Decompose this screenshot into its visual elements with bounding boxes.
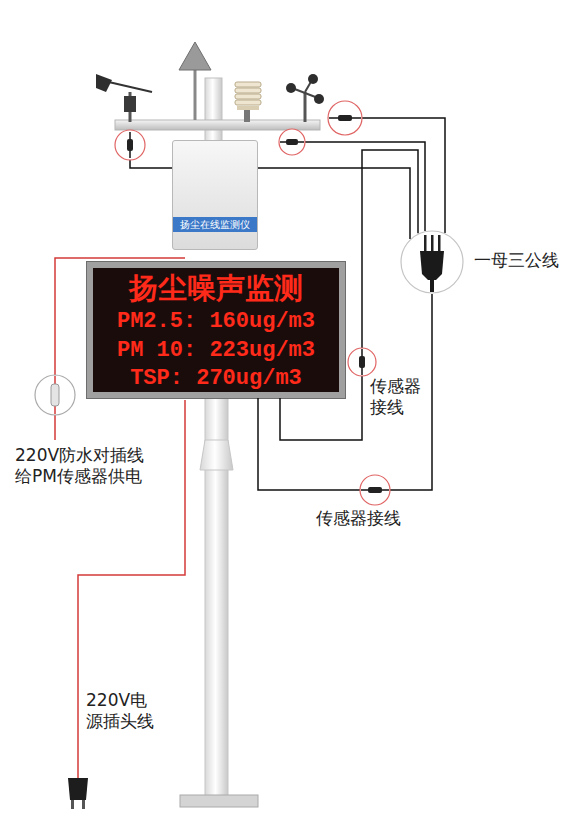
crossbar bbox=[115, 120, 320, 130]
splitter-body bbox=[420, 251, 444, 280]
shield-post bbox=[244, 108, 250, 122]
base-plate bbox=[180, 795, 258, 807]
callout-label: 220V电 源插头线 bbox=[86, 690, 166, 733]
shield-plate bbox=[235, 88, 261, 93]
led-display: 扬尘噪声监测 PM2.5: 160ug/m3 PM 10: 223ug/m3TSP:… bbox=[87, 262, 345, 398]
anemometer-post bbox=[304, 92, 307, 122]
connector-ring bbox=[279, 129, 305, 155]
upper-pole bbox=[205, 78, 222, 142]
vane-body bbox=[124, 96, 136, 112]
connector-ring bbox=[401, 231, 463, 293]
cable-lead bbox=[431, 235, 434, 252]
connector-ring bbox=[348, 348, 376, 376]
connector-body bbox=[368, 487, 382, 493]
display-title: 扬尘噪声监测 bbox=[93, 271, 339, 306]
shield-base bbox=[237, 106, 259, 110]
wire-segment bbox=[361, 489, 389, 491]
connector-ring bbox=[360, 475, 390, 505]
shield-plate bbox=[235, 82, 261, 87]
cable-lead bbox=[424, 235, 427, 252]
splitter-connector: 一母三公线 bbox=[400, 230, 464, 294]
power-plug bbox=[68, 778, 88, 800]
shield-plate bbox=[235, 94, 261, 99]
pole-flange bbox=[200, 440, 233, 470]
rain-sensor-cone bbox=[179, 42, 211, 70]
sensor-post bbox=[194, 66, 197, 120]
connector-ring bbox=[328, 101, 362, 135]
display-reading: PM2.5: 160ug/m3 bbox=[93, 309, 339, 335]
inline-connector bbox=[35, 375, 75, 415]
callout-label: 220V防水对插线 给PM传感器供电 bbox=[15, 445, 175, 488]
connector-body bbox=[359, 356, 365, 368]
connector-label: 一母三公线 bbox=[474, 250, 559, 270]
connector-body bbox=[51, 384, 59, 406]
display-reading: TSP: 270ug/m3 bbox=[93, 366, 339, 392]
connector-ring bbox=[35, 375, 75, 415]
anemometer-cup bbox=[286, 83, 296, 93]
inline-connector bbox=[328, 101, 362, 135]
inline-connector bbox=[115, 130, 145, 160]
anemometer-arm bbox=[292, 88, 318, 98]
sensor-wire bbox=[360, 118, 445, 233]
cable-label: 传感器接线 bbox=[316, 508, 446, 529]
connector-ring bbox=[115, 130, 145, 160]
anemometer-cup bbox=[308, 74, 318, 84]
vane-fin bbox=[96, 74, 112, 92]
cable-label: 传感器 接线 bbox=[370, 376, 432, 419]
connector-body bbox=[286, 139, 298, 145]
device-name: 扬尘在线监测仪 bbox=[173, 217, 257, 232]
inline-connector bbox=[360, 475, 390, 505]
display-reading: PM 10: 223ug/m3 bbox=[93, 338, 339, 364]
wire-segment bbox=[361, 349, 363, 375]
sensor-cable bbox=[258, 294, 432, 490]
splitter-tail bbox=[430, 280, 434, 292]
anemometer-cup bbox=[314, 94, 324, 104]
sensor-wire bbox=[300, 142, 425, 231]
control-box: 扬尘在线监测仪 bbox=[172, 140, 258, 250]
inline-connector bbox=[279, 129, 305, 155]
inline-connector bbox=[348, 348, 376, 376]
connector-body bbox=[338, 115, 352, 121]
connector-outline bbox=[400, 230, 464, 294]
plug-prong bbox=[82, 800, 85, 809]
cable-lead bbox=[438, 235, 441, 252]
edge-layer bbox=[258, 150, 432, 490]
shield-plate bbox=[235, 100, 261, 105]
sensor-cable bbox=[280, 150, 418, 440]
connector-body bbox=[127, 139, 133, 151]
plug-prong bbox=[71, 800, 74, 809]
